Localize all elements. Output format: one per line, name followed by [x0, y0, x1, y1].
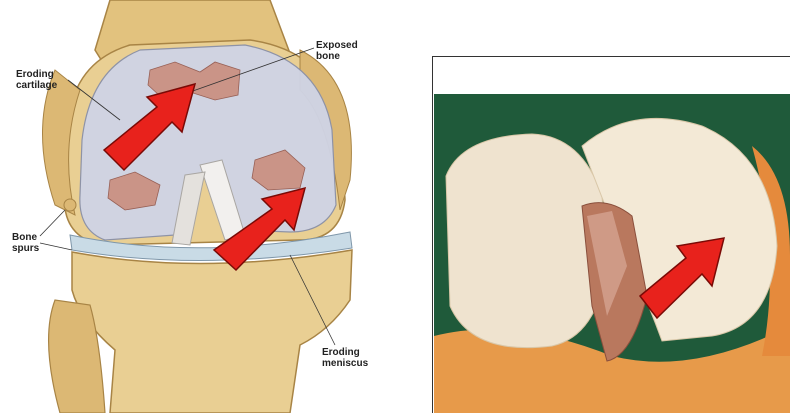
- bone-spur: [64, 199, 76, 211]
- label-exposed-bone: Exposed bone: [316, 40, 358, 62]
- leader-line-bone-spurs-2: [40, 243, 72, 250]
- leader-line-bone-spurs: [40, 210, 65, 236]
- knee-joint-diagram: Exposed bone Eroding cartilage Bone spur…: [0, 0, 420, 413]
- tibia: [72, 250, 352, 413]
- label-bone-spurs: Bone spurs: [12, 232, 39, 254]
- photo-frame-border: [432, 56, 790, 413]
- label-eroding-cartilage: Eroding cartilage: [16, 69, 57, 91]
- label-eroding-meniscus: Eroding meniscus: [322, 347, 368, 369]
